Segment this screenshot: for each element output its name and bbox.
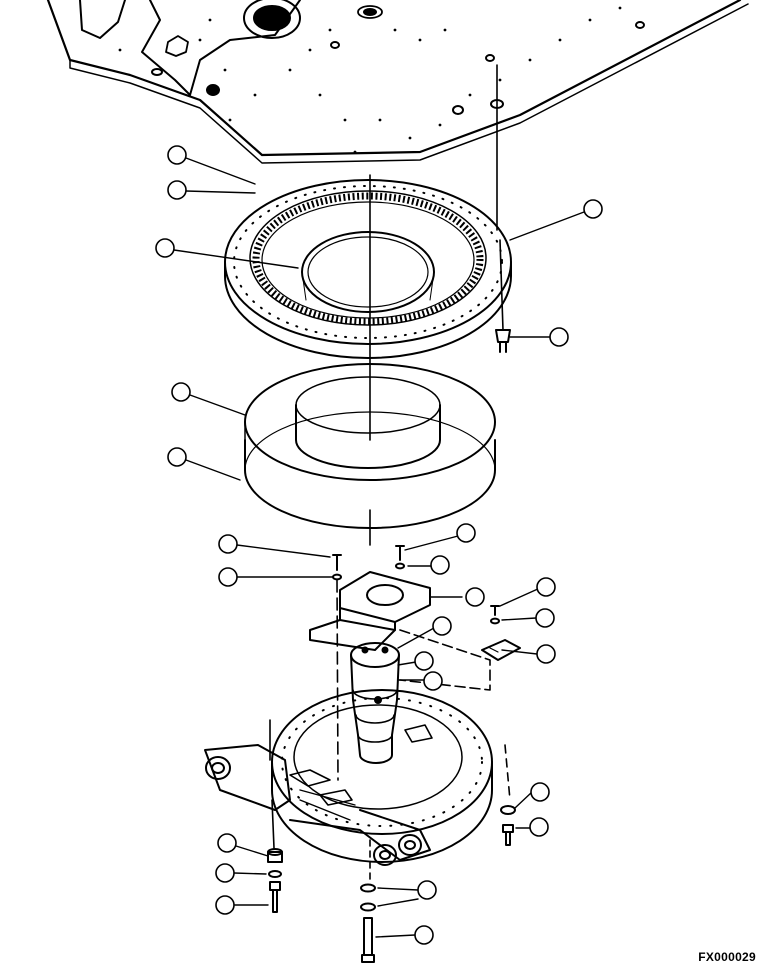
callout-circle: [414, 651, 434, 671]
callout-circle: [530, 782, 550, 802]
swing-bearing: [224, 179, 512, 359]
callout-leaders: [173, 157, 585, 938]
callout-circle: [465, 587, 485, 607]
small-fasteners: [332, 329, 511, 625]
callout-circle: [217, 833, 237, 853]
stopper-plate: [481, 639, 521, 661]
callout-circle: [218, 567, 238, 587]
callout-circle: [215, 895, 235, 915]
figure-part-number: FX000029: [698, 950, 756, 964]
callout-circle: [423, 671, 443, 691]
callout-circle: [535, 608, 555, 628]
callout-circle: [215, 863, 235, 883]
callout-circle: [167, 180, 187, 200]
callout-circle: [155, 238, 175, 258]
callout-circle: [536, 644, 556, 664]
upper-frame-plate: [46, 0, 749, 164]
callout-circles: [155, 145, 603, 945]
callout-circle: [167, 145, 187, 165]
swivel-joint: [350, 642, 400, 764]
callout-circle: [417, 880, 437, 900]
callout-circle: [171, 382, 191, 402]
lower-frame: [204, 689, 493, 866]
callout-circle: [583, 199, 603, 219]
callout-circle: [218, 534, 238, 554]
callout-circle: [167, 447, 187, 467]
callout-circle: [529, 817, 549, 837]
callout-circle: [414, 925, 434, 945]
callout-circle: [549, 327, 569, 347]
assembly-lines: [269, 64, 511, 885]
callout-circle: [430, 555, 450, 575]
lower-fasteners: [267, 805, 516, 963]
callout-circle: [432, 616, 452, 636]
callout-circle: [456, 523, 476, 543]
callout-circle: [536, 577, 556, 597]
swivel-bracket: [309, 571, 431, 651]
